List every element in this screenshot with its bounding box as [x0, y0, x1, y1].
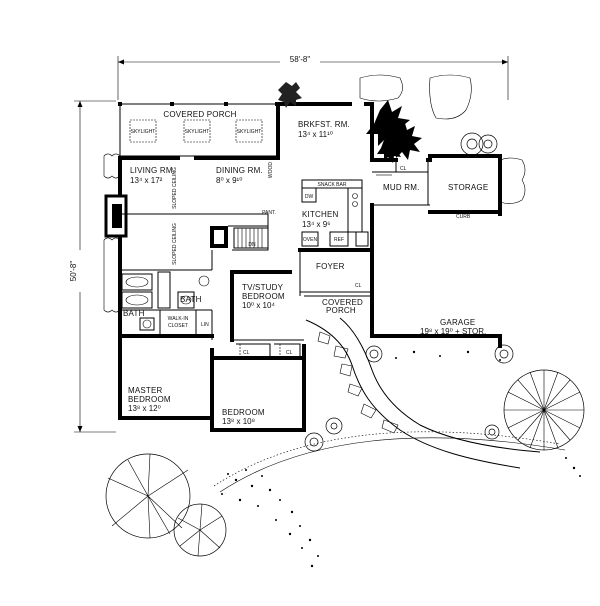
cl-3-label: CL: [400, 166, 407, 172]
oven-label: OVEN: [303, 237, 318, 243]
tv-study-size: 10⁰ x 10⁴: [242, 301, 275, 310]
master-bedroom-label: MASTER: [128, 386, 163, 395]
tv-study-label: TV/STUDY: [242, 283, 284, 292]
stone-path: [305, 317, 541, 469]
dw-label: DW: [305, 194, 314, 200]
closet-label: CLOSET: [168, 323, 188, 329]
mud-room-label: MUD RM.: [383, 183, 420, 192]
depth-dimension: 50'-8": [69, 261, 78, 282]
bath-2-label: BATH: [123, 309, 145, 318]
dining-room-label: DINING RM.: [216, 166, 263, 175]
bedroom-label: BEDROOM: [222, 408, 265, 417]
lin-label: LIN: [201, 322, 209, 328]
hedge-left: [103, 153, 121, 313]
cl-1-label: CL: [243, 350, 250, 356]
hedge-right: [359, 74, 526, 204]
covered-porch-front-label: COVERED: [322, 298, 363, 307]
stairs: [210, 226, 269, 249]
cl-2-label: CL: [286, 350, 293, 356]
pantry-label: PANT.: [262, 210, 276, 216]
kitchen-size: 13⁴ x 9⁶: [302, 220, 331, 229]
wood-label: WOOD: [268, 162, 274, 178]
plantings: [103, 74, 585, 568]
garage-label: GARAGE: [440, 318, 475, 327]
dining-room-size: 8⁰ x 9¹⁰: [216, 176, 242, 185]
walk-in-label: WALK-IN: [168, 316, 189, 322]
living-room-label: LIVING RM.: [130, 166, 175, 175]
garage-size: 19⁸ x 19⁰ + STOR.: [420, 327, 486, 336]
sloped-ceiling-2-label: SLOPED CEILING: [172, 223, 178, 265]
tv-study-label-2: BEDROOM: [242, 292, 285, 301]
brkfst-room-size: 13⁴ x 11¹⁰: [298, 130, 333, 139]
lawn-arc: [213, 431, 566, 493]
bath-1-label: BATH: [180, 295, 202, 304]
exterior-walls: [104, 102, 502, 432]
skylight-2-label: SKYLIGHT: [185, 129, 210, 135]
bath-fixtures: [121, 271, 210, 331]
dark-shrubs: [278, 82, 422, 163]
covered-porch-front-label-2: PORCH: [326, 306, 356, 315]
bedroom-size: 13⁸ x 10⁸: [222, 417, 255, 426]
closet-marks: [239, 174, 392, 356]
foyer-label: FOYER: [316, 262, 345, 271]
cl-4-label: CL: [355, 283, 362, 289]
skylight-1-label: SKYLIGHT: [131, 129, 156, 135]
stipple-bottom: [221, 350, 581, 568]
dimension-lines: [74, 56, 509, 433]
master-bedroom-label-2: BEDROOM: [128, 395, 171, 404]
living-room-size: 13⁴ x 17²: [130, 176, 163, 185]
covered-porch-top-label: COVERED PORCH: [163, 110, 236, 119]
sloped-ceiling-1-label: SLOPED CEILING: [172, 167, 178, 209]
ref-label: REF: [334, 237, 344, 243]
master-bedroom-size: 13⁸ x 12⁰: [128, 404, 161, 413]
dn-label: DN: [248, 242, 256, 248]
skylight-3-label: SKYLIGHT: [237, 129, 262, 135]
interior-walls: [118, 160, 430, 360]
brkfst-room-label: BRKFST. RM.: [298, 120, 350, 129]
storage-label: STORAGE: [448, 183, 488, 192]
snack-bar-label: SNACK BAR: [318, 182, 347, 188]
width-dimension: 58'-8": [290, 55, 311, 64]
kitchen-fixtures: [301, 179, 369, 247]
curb-label: CURB: [456, 214, 471, 220]
kitchen-label: KITCHEN: [302, 210, 339, 219]
